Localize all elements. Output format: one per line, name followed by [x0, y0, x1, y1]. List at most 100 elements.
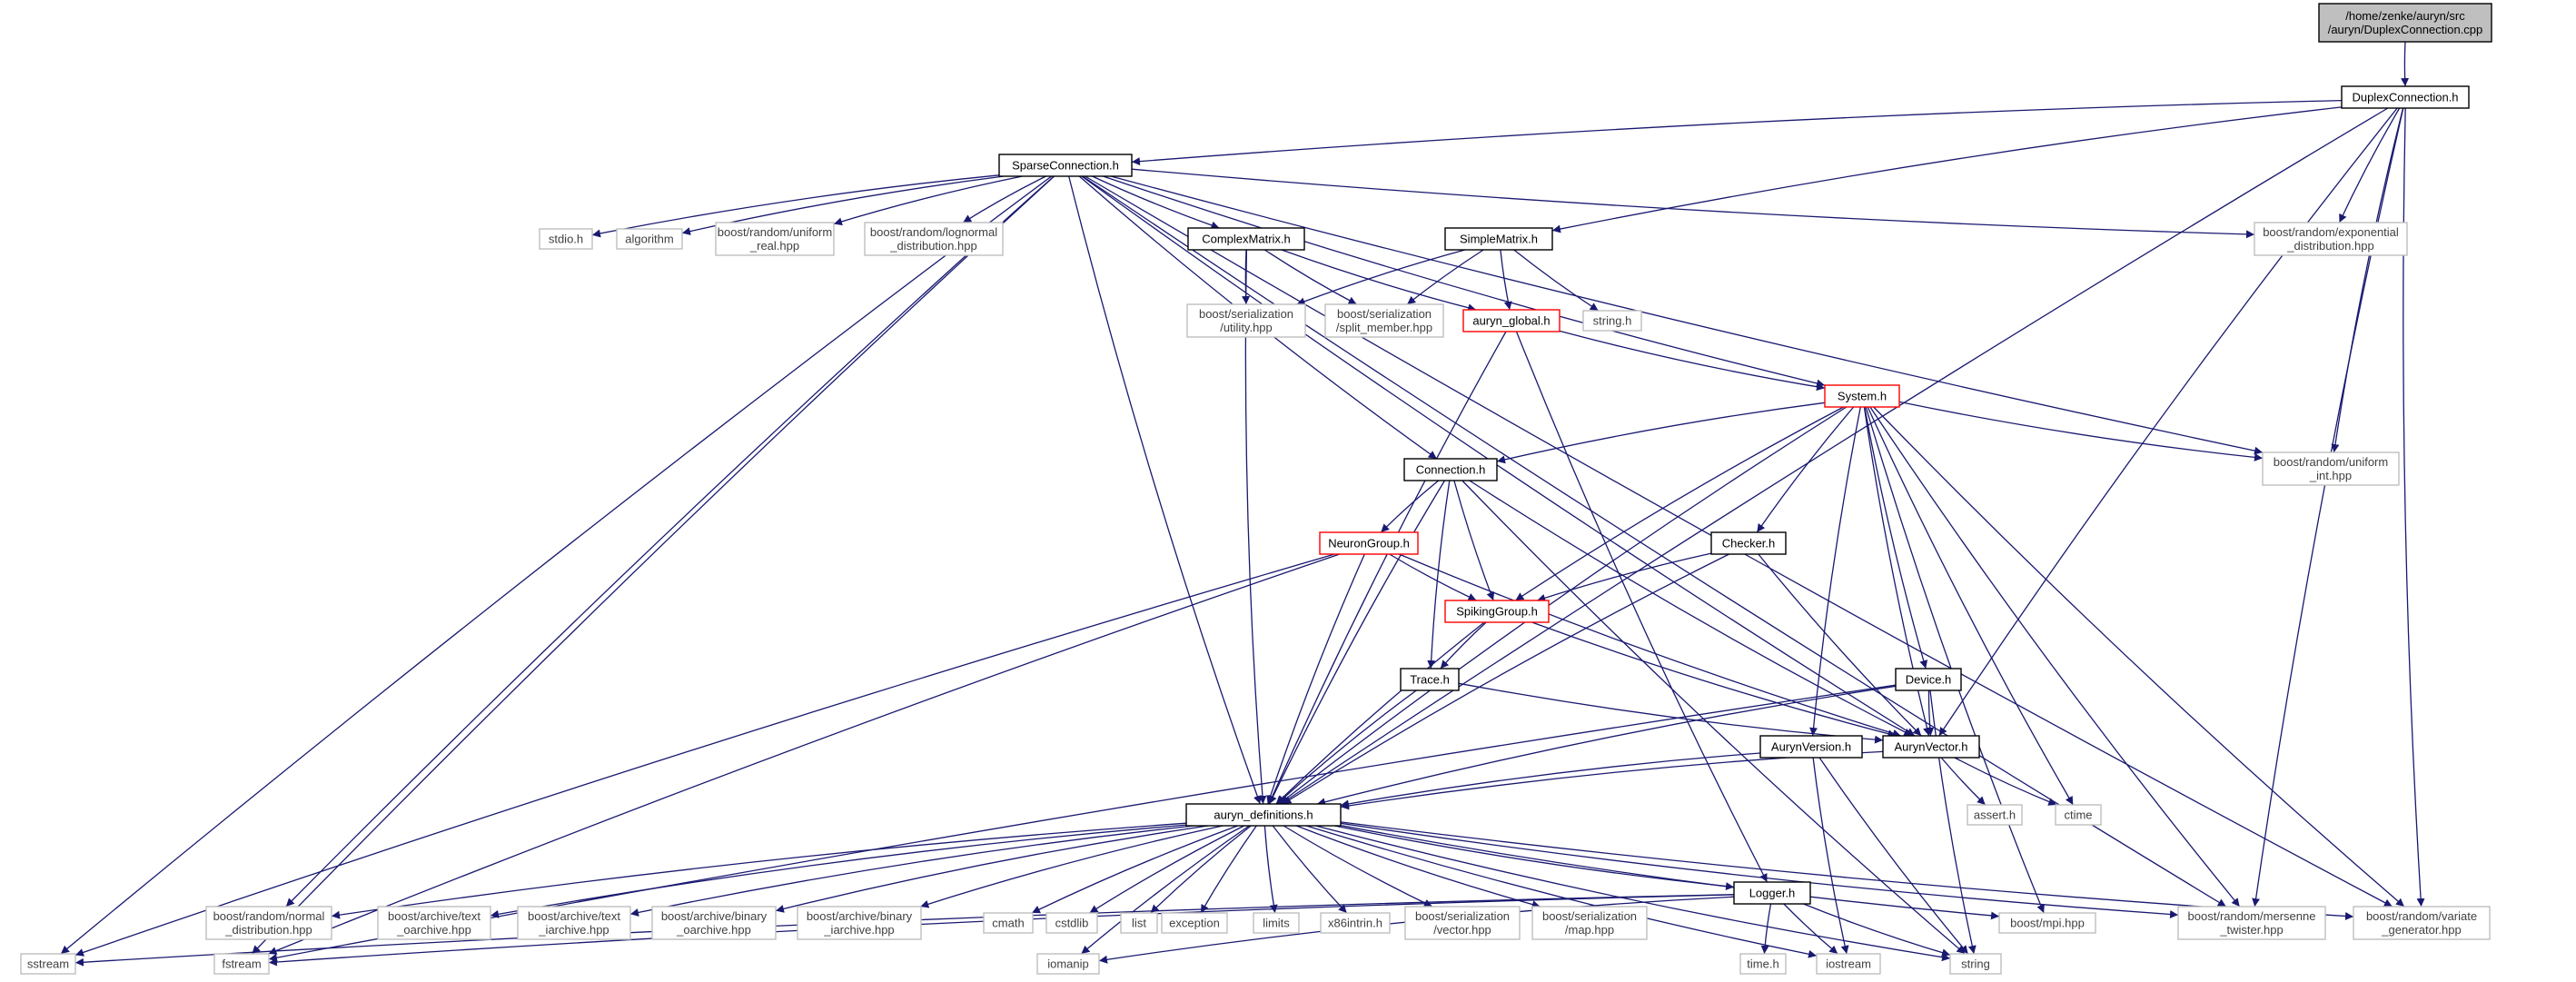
edge-line — [74, 553, 1335, 957]
node-box — [1531, 906, 1648, 940]
edge-line — [1559, 330, 1826, 392]
node-box — [2353, 906, 2491, 940]
node-label: boost/serialization — [1337, 307, 1432, 321]
edge-system-to-device — [1864, 406, 1928, 670]
edge-defs-to-otext — [490, 824, 1187, 918]
node-label: stdio.h — [549, 233, 583, 246]
node-label: _generator.hpp — [2381, 923, 2461, 937]
edge-line — [1926, 689, 1935, 737]
node-system[interactable]: System.h — [1824, 384, 1900, 408]
edge-sparse-to-fstream — [251, 175, 1055, 955]
node-box — [2254, 222, 2408, 256]
node-global[interactable]: auryn_global.h — [1462, 309, 1560, 332]
node-label: AurynVector.h — [1895, 740, 1968, 754]
node-label: time.h — [1747, 957, 1778, 971]
edge-simple-to-splitm — [1406, 249, 1484, 305]
edge-defs-to-limits — [1263, 825, 1278, 914]
edge-line — [285, 175, 1055, 908]
edge-connection-to-string — [1461, 480, 1966, 955]
node-duplex[interactable]: DuplexConnection.h — [2341, 85, 2470, 109]
edge-line — [1281, 249, 1477, 312]
node-splitm: boost/serialization/split_member.hpp — [1324, 303, 1444, 338]
node-defs[interactable]: auryn_definitions.h — [1185, 803, 1342, 827]
node-layer: /home/zenke/auryn/src/auryn/DuplexConnec… — [20, 3, 2492, 975]
node-box — [715, 222, 835, 256]
node-complex[interactable]: ComplexMatrix.h — [1187, 227, 1305, 251]
node-trace[interactable]: Trace.h — [1400, 668, 1460, 691]
edge-duplex-to-vector — [1938, 107, 2398, 737]
node-label: boost/serialization — [1199, 307, 1293, 321]
edge-defs-to-iostream — [1305, 825, 1818, 958]
edge-line — [268, 684, 1897, 962]
node-lognormal: boost/random/lognormal_distribution.hpp — [864, 222, 1004, 256]
edge-complex-to-global — [1281, 249, 1477, 312]
edge-line — [1278, 406, 1848, 805]
edge-defs-to-smap — [1295, 825, 1541, 908]
node-fstream: fstream — [213, 953, 270, 975]
node-box — [1253, 912, 1300, 934]
edge-line — [1940, 757, 1986, 806]
edge-connection-to-spiking — [1453, 480, 1495, 601]
node-root[interactable]: /home/zenke/auryn/src/auryn/DuplexConnec… — [2318, 3, 2492, 43]
node-label: Connection.h — [1416, 463, 1486, 477]
edge-sparse-to-lognormal — [962, 175, 1046, 223]
edge-line — [1283, 825, 1433, 908]
node-variate: boost/random/variate_generator.hpp — [2353, 906, 2491, 940]
edge-line — [1280, 107, 2389, 805]
edge-line — [1500, 249, 1512, 311]
edge-sparse-to-complex — [1092, 175, 1220, 230]
node-vector[interactable]: AurynVector.h — [1882, 735, 1980, 759]
edge-line — [1340, 752, 1761, 808]
node-box — [797, 906, 922, 940]
edge-trace-to-defs — [1276, 689, 1417, 805]
edge-duplex-to-simple — [1551, 106, 2343, 233]
node-label: _distribution.hpp — [224, 923, 312, 937]
node-otext: boost/archive/text_oarchive.hpp — [377, 906, 491, 940]
edge-line — [1068, 175, 1262, 805]
node-connection[interactable]: Connection.h — [1403, 458, 1498, 481]
edge-line — [331, 822, 1187, 919]
edge-line — [268, 553, 1341, 955]
edge-line — [1461, 480, 1966, 955]
edge-line — [1340, 750, 1884, 810]
edge-neuron-to-spiking — [1389, 553, 1477, 601]
edge-sparse-to-uint — [1110, 175, 2264, 455]
node-stdio: stdio.h — [539, 228, 593, 250]
edge-line — [1110, 175, 2264, 455]
edge-connection-to-vector — [1469, 480, 1913, 737]
edge-system-to-checker — [1756, 406, 1855, 533]
node-spiking[interactable]: SpikingGroup.h — [1444, 600, 1550, 623]
edge-defs-to-mpi — [1340, 825, 2000, 920]
node-device[interactable]: Device.h — [1895, 668, 1962, 691]
node-logger[interactable]: Logger.h — [1733, 881, 1811, 905]
edge-line — [1427, 480, 1451, 670]
edge-logger-to-timeh — [1760, 903, 1772, 955]
node-neuron[interactable]: NeuronGroup.h — [1319, 531, 1419, 555]
node-checker[interactable]: Checker.h — [1710, 531, 1787, 555]
node-box — [539, 228, 593, 250]
node-smap: boost/serialization/map.hpp — [1531, 906, 1648, 940]
node-label: boost/random/variate — [2366, 909, 2477, 923]
node-label: /map.hpp — [1565, 923, 1614, 937]
node-limits: limits — [1253, 912, 1300, 934]
edge-line — [1515, 406, 1844, 601]
edge-logger-to-string — [1803, 903, 1951, 957]
node-label: boost/archive/text — [528, 909, 620, 923]
edge-defs-to-mersenne — [1340, 822, 2179, 918]
node-iomanip: iomanip — [1036, 953, 1100, 975]
node-label: limits — [1263, 917, 1290, 930]
node-version[interactable]: AurynVersion.h — [1759, 735, 1863, 759]
edge-defs-to-cstdlib — [1089, 825, 1244, 914]
node-label: NeuronGroup.h — [1328, 537, 1410, 551]
node-label: boost/serialization — [1415, 909, 1510, 923]
node-sparse[interactable]: SparseConnection.h — [998, 154, 1133, 177]
node-utility: boost/serialization/utility.hpp — [1186, 303, 1306, 338]
edge-line — [833, 175, 1023, 226]
node-box — [1816, 953, 1881, 975]
edge-line — [1333, 825, 1735, 891]
edge-defs-to-normal — [331, 822, 1187, 919]
node-box — [616, 228, 683, 250]
edge-line — [1440, 621, 1487, 670]
node-label: boost/random/mersenne — [2188, 909, 2316, 923]
node-simple[interactable]: SimpleMatrix.h — [1444, 227, 1553, 251]
